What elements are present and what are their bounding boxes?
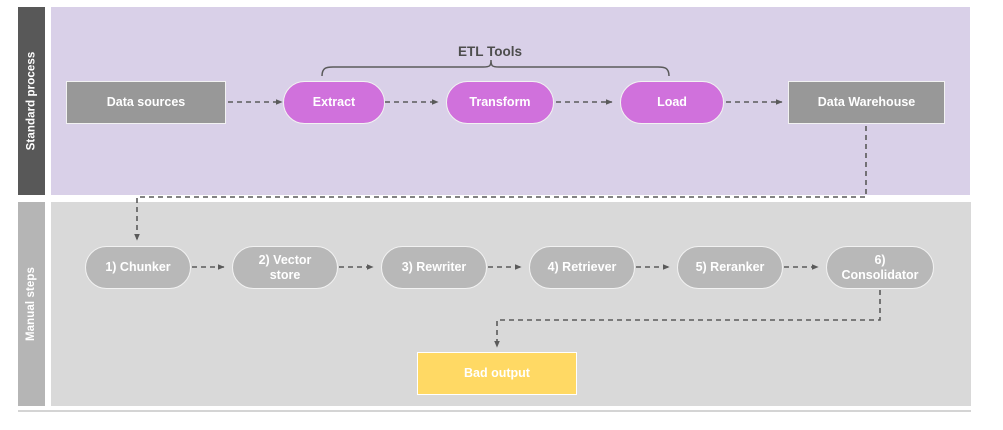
node-data-warehouse[interactable]: Data Warehouse [788, 81, 945, 124]
node-load-label: Load [657, 95, 687, 110]
node-rewriter[interactable]: 3) Rewriter [381, 246, 487, 289]
node-extract[interactable]: Extract [283, 81, 385, 124]
node-retriever[interactable]: 4) Retriever [529, 246, 635, 289]
node-load[interactable]: Load [620, 81, 724, 124]
node-chunker-label: 1) Chunker [105, 260, 171, 275]
node-extract-label: Extract [312, 95, 356, 110]
node-bad-output-label: Bad output [464, 366, 530, 381]
node-data-sources-label: Data sources [106, 95, 186, 110]
swimlane-label-standard-process: Standard process [18, 7, 45, 195]
node-reranker[interactable]: 5) Reranker [677, 246, 783, 289]
bottom-divider [18, 410, 971, 412]
node-consolidator[interactable]: 6)Consolidator [826, 246, 934, 289]
node-retriever-label: 4) Retriever [547, 260, 617, 275]
node-consolidator-label: 6)Consolidator [841, 253, 919, 282]
node-rewriter-label: 3) Rewriter [401, 260, 467, 275]
node-data-sources[interactable]: Data sources [66, 81, 226, 124]
node-chunker[interactable]: 1) Chunker [85, 246, 191, 289]
etl-tools-caption: ETL Tools [458, 44, 522, 59]
swimlane-label-manual-steps-text: Manual steps [25, 266, 38, 342]
swimlane-label-standard-process-text: Standard process [25, 51, 38, 151]
node-transform[interactable]: Transform [446, 81, 554, 124]
node-reranker-label: 5) Reranker [695, 260, 765, 275]
node-data-warehouse-label: Data Warehouse [817, 95, 916, 110]
swimlane-label-manual-steps: Manual steps [18, 202, 45, 406]
node-transform-label: Transform [469, 95, 531, 110]
node-bad-output[interactable]: Bad output [417, 352, 577, 395]
